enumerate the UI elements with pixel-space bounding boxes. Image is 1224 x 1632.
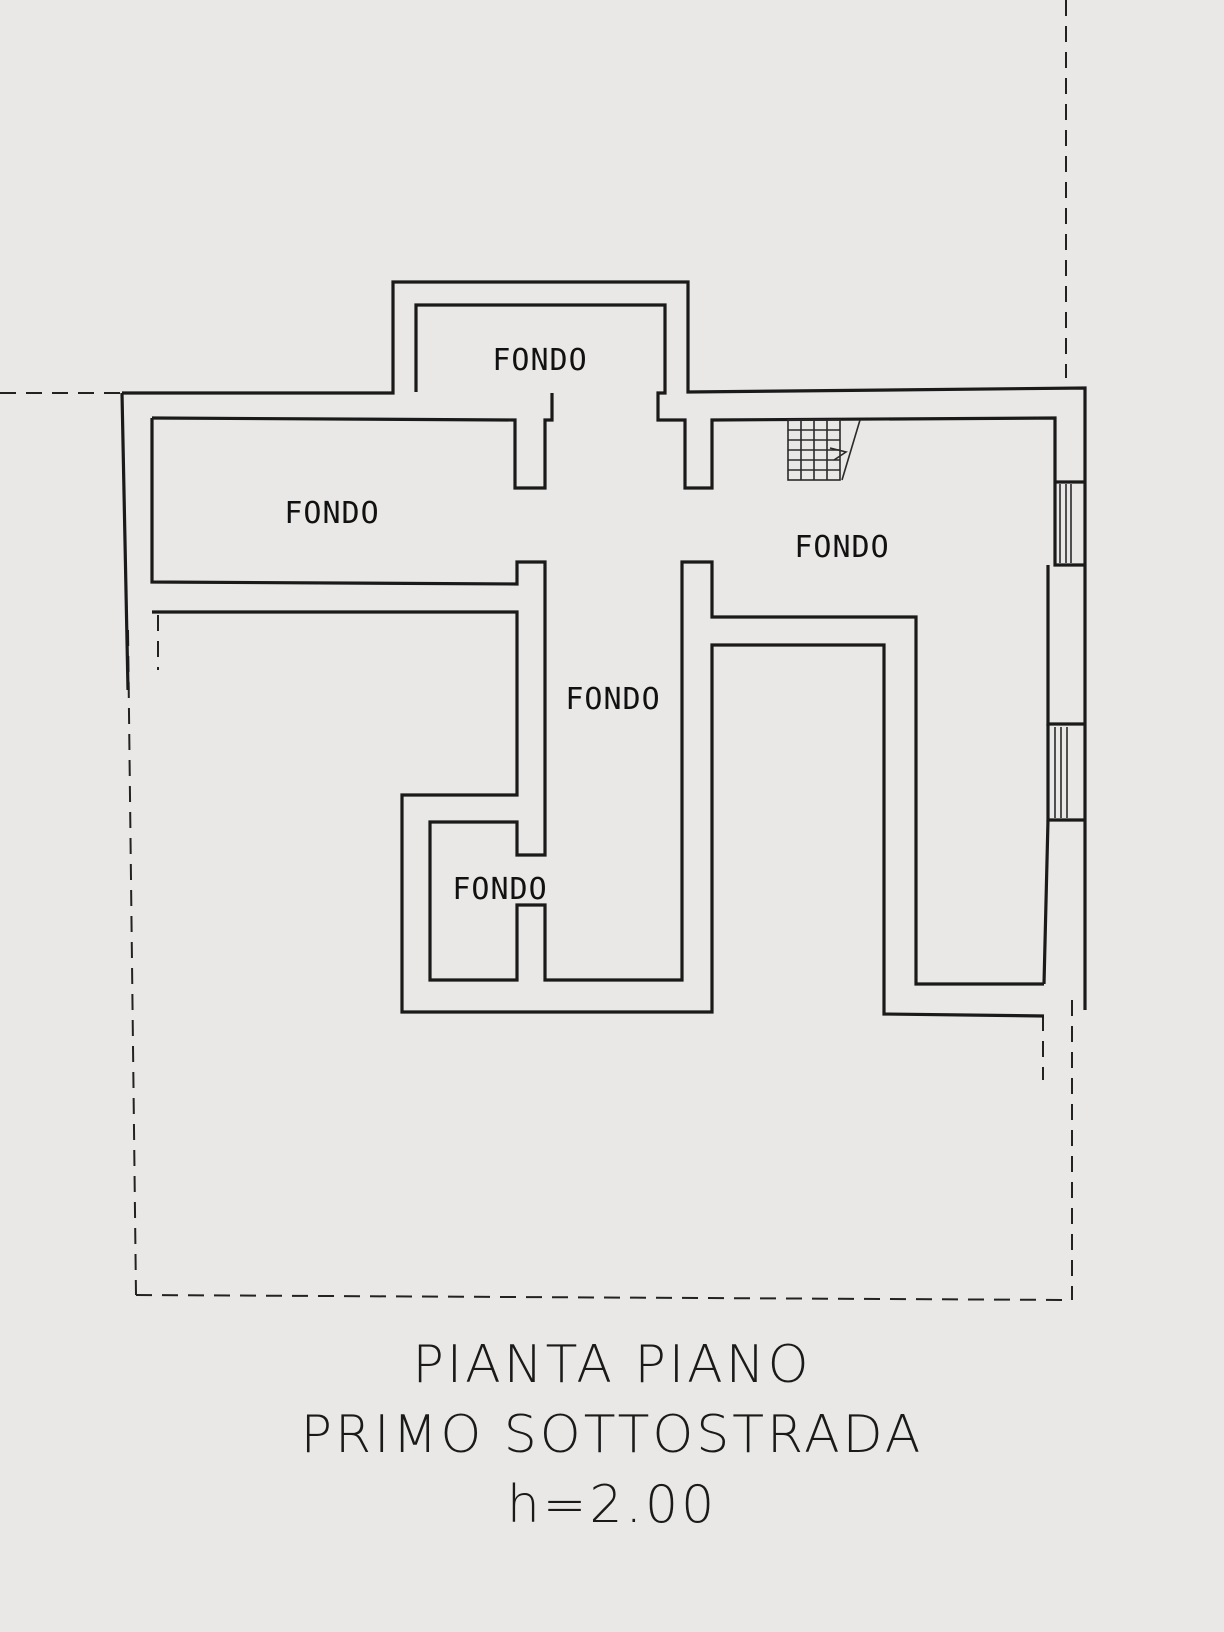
north-room-wall bbox=[414, 303, 1057, 490]
title-line-3: h=2.00 bbox=[506, 1475, 718, 1535]
east-wall bbox=[1042, 480, 1085, 985]
lower-left-wall bbox=[152, 610, 1045, 1018]
west-room-top bbox=[151, 393, 554, 490]
room-label-corridor: FONDO bbox=[565, 682, 660, 717]
window-icon bbox=[1054, 727, 1068, 818]
exterior-wall-left bbox=[120, 392, 130, 691]
drawing-title: PIANTA PIANO PRIMO SOTTOSTRADA h=2.00 bbox=[0, 1330, 1224, 1540]
title-line-2: PRIMO SOTTOSTRADA bbox=[300, 1405, 924, 1465]
room-label-north: FONDO bbox=[492, 343, 587, 378]
room-label-east: FONDO bbox=[794, 530, 889, 565]
exterior-wall-outer bbox=[122, 280, 1087, 1010]
room-label-small: FONDO bbox=[452, 872, 547, 907]
west-room-wall bbox=[150, 418, 1044, 986]
staircase-icon bbox=[787, 419, 861, 481]
window-icon bbox=[1059, 484, 1072, 563]
room-label-west: FONDO bbox=[284, 496, 379, 531]
property-boundary bbox=[0, 0, 1073, 1301]
title-line-1: PIANTA PIANO bbox=[412, 1335, 812, 1395]
